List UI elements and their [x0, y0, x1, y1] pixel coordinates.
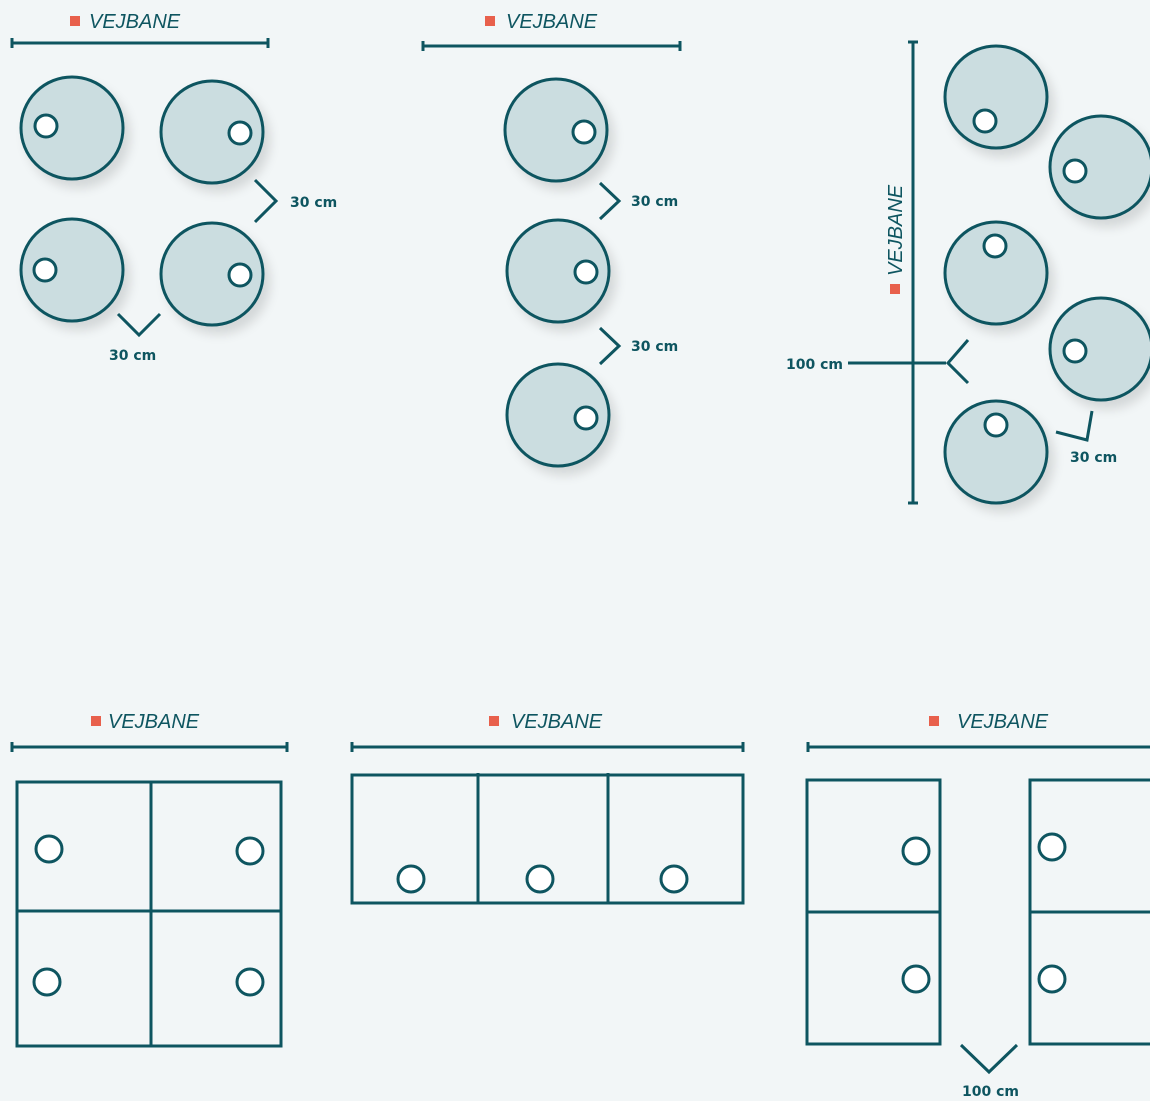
drain-icon — [32, 257, 58, 283]
diagram-row-square: VEJBANE — [350, 711, 745, 905]
tub-block — [350, 773, 745, 905]
gap-chevron — [598, 181, 622, 221]
lane-marker-icon — [929, 716, 939, 726]
gap-chevron — [116, 312, 162, 338]
distance-chevron — [945, 339, 970, 385]
lane-label: VEJBANE — [885, 184, 907, 276]
drain-icon — [972, 108, 998, 134]
lane-marker-icon — [489, 716, 499, 726]
lane-marker-icon — [70, 16, 80, 26]
lane-header-vertical: VEJBANE — [885, 40, 918, 505]
pool — [943, 44, 1049, 150]
drain-icon — [34, 834, 64, 864]
gap-label: 30 cm — [631, 339, 678, 355]
gap-chevron — [253, 178, 279, 224]
drain-icon — [1062, 158, 1088, 184]
diagram-column-round: VEJBANE 30 cm 30 cm — [421, 11, 682, 468]
drain-icon — [901, 964, 931, 994]
drain-icon — [227, 120, 253, 146]
pool — [1048, 114, 1150, 220]
drain-icon — [901, 836, 931, 866]
pool — [505, 362, 611, 468]
pool — [505, 218, 611, 324]
lane-label: VEJBANE — [89, 11, 181, 33]
drain-icon — [1037, 964, 1067, 994]
drain-icon — [227, 262, 253, 288]
drain-icon — [1062, 338, 1088, 364]
gap-chevron — [1055, 410, 1094, 442]
road-distance-label: 100 cm — [962, 1084, 1019, 1097]
gap-label: 30 cm — [631, 194, 678, 210]
drain-icon — [525, 864, 555, 894]
gap-chevron — [598, 326, 622, 366]
pool — [943, 399, 1049, 505]
drain-icon — [33, 113, 59, 139]
drain-icon — [235, 836, 265, 866]
lane-marker-icon — [890, 284, 900, 294]
lane-marker-icon — [485, 16, 495, 26]
distance-chevron — [959, 1043, 1019, 1075]
lane-header: VEJBANE — [350, 711, 745, 752]
diagram-columns-square: VEJBANE 100 cm — [805, 711, 1150, 1100]
road-distance-label: 100 cm — [786, 357, 843, 373]
tub-block — [15, 780, 283, 1048]
drain-icon — [32, 967, 62, 997]
drain-icon — [396, 864, 426, 894]
lane-marker-icon — [91, 716, 101, 726]
lane-header: VEJBANE — [10, 11, 270, 48]
drain-icon — [235, 967, 265, 997]
diagram-square-grid-round: VEJBANE 30 cm 30 cm — [10, 11, 337, 364]
drain-icon — [983, 412, 1009, 438]
lane-label: VEJBANE — [506, 11, 598, 33]
gap-label: 30 cm — [1070, 450, 1117, 466]
pool — [943, 220, 1049, 326]
drain-icon — [571, 119, 597, 145]
pool — [19, 217, 125, 323]
pool — [503, 77, 609, 183]
lane-header: VEJBANE — [10, 711, 289, 752]
lane-header: VEJBANE — [806, 711, 1150, 752]
gap-label: 30 cm — [290, 195, 337, 211]
drain-icon — [573, 259, 599, 285]
gap-label: 30 cm — [109, 348, 156, 364]
diagram-staggered-round: VEJBANE 100 cm 30 cm — [786, 40, 1150, 505]
lane-header: VEJBANE — [421, 11, 682, 51]
pool — [1048, 296, 1150, 402]
pool — [159, 221, 265, 327]
lane-label: VEJBANE — [511, 711, 603, 733]
diagram-square-grid-square: VEJBANE — [10, 711, 289, 1048]
drain-icon — [573, 405, 599, 431]
drain-icon — [1037, 832, 1067, 862]
drain-icon — [659, 864, 689, 894]
drain-icon — [982, 233, 1008, 259]
pool — [159, 79, 265, 185]
pool — [19, 75, 125, 181]
lane-label: VEJBANE — [108, 711, 200, 733]
lane-label: VEJBANE — [957, 711, 1049, 733]
